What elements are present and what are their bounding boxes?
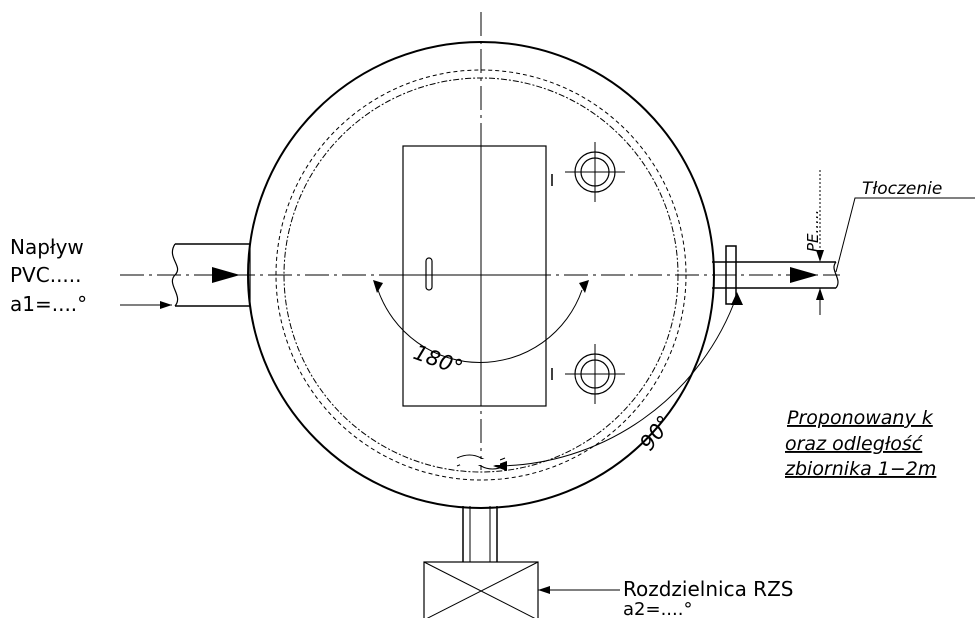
guide-pipe-bottom — [551, 344, 625, 404]
outlet-label: Tłoczenie — [862, 179, 942, 199]
outlet-angle-label: 90° — [635, 411, 677, 455]
outlet-angle-arc — [494, 294, 738, 467]
switchboard-leader-arrow — [538, 586, 550, 594]
outlet-angle-arrow-top — [731, 292, 743, 305]
inlet-label-line1: Napływ — [10, 235, 84, 259]
tank-outer-wall — [247, 41, 715, 509]
switchboard-box — [423, 561, 539, 618]
inlet-label-line3: a1=....° — [10, 292, 87, 316]
outlet-pipe-label: PE..... — [804, 210, 822, 252]
outlet-flow-arrow — [790, 267, 818, 283]
guide-pipe-top — [551, 142, 625, 202]
inlet-flow-arrow — [212, 267, 240, 283]
note-line1: Proponowany k — [787, 407, 934, 429]
inlet-angle-arrow-left — [373, 280, 383, 293]
inlet-angle-arrow-right — [579, 280, 589, 293]
outlet-angle-arrow-bottom — [493, 461, 507, 471]
tank-inner-wall-2 — [283, 77, 679, 473]
inlet-angle-label: 180° — [410, 340, 466, 380]
pump-box — [402, 145, 547, 407]
cable-duct — [456, 454, 506, 562]
inlet-pipe — [171, 243, 251, 307]
note-line3: zbiornika 1−2m — [784, 458, 936, 480]
outlet-leader-line — [835, 197, 975, 273]
switchboard-label-line1: Rozdzielnica RZS — [623, 577, 793, 601]
outlet-dimension — [816, 170, 824, 315]
outlet-pipe — [712, 245, 839, 305]
switchboard-label-line2: a2=....° — [623, 599, 692, 618]
inlet-angle-arc — [377, 289, 583, 363]
tank-inner-wall — [275, 69, 687, 481]
note-line2: oraz odległość — [785, 433, 924, 455]
inlet-leader-arrow — [160, 301, 172, 309]
installation-note: Proponowany k oraz odległość zbiornika 1… — [784, 407, 936, 480]
float-switch-slot — [425, 257, 433, 291]
inlet-label-line2: PVC..... — [10, 263, 82, 287]
